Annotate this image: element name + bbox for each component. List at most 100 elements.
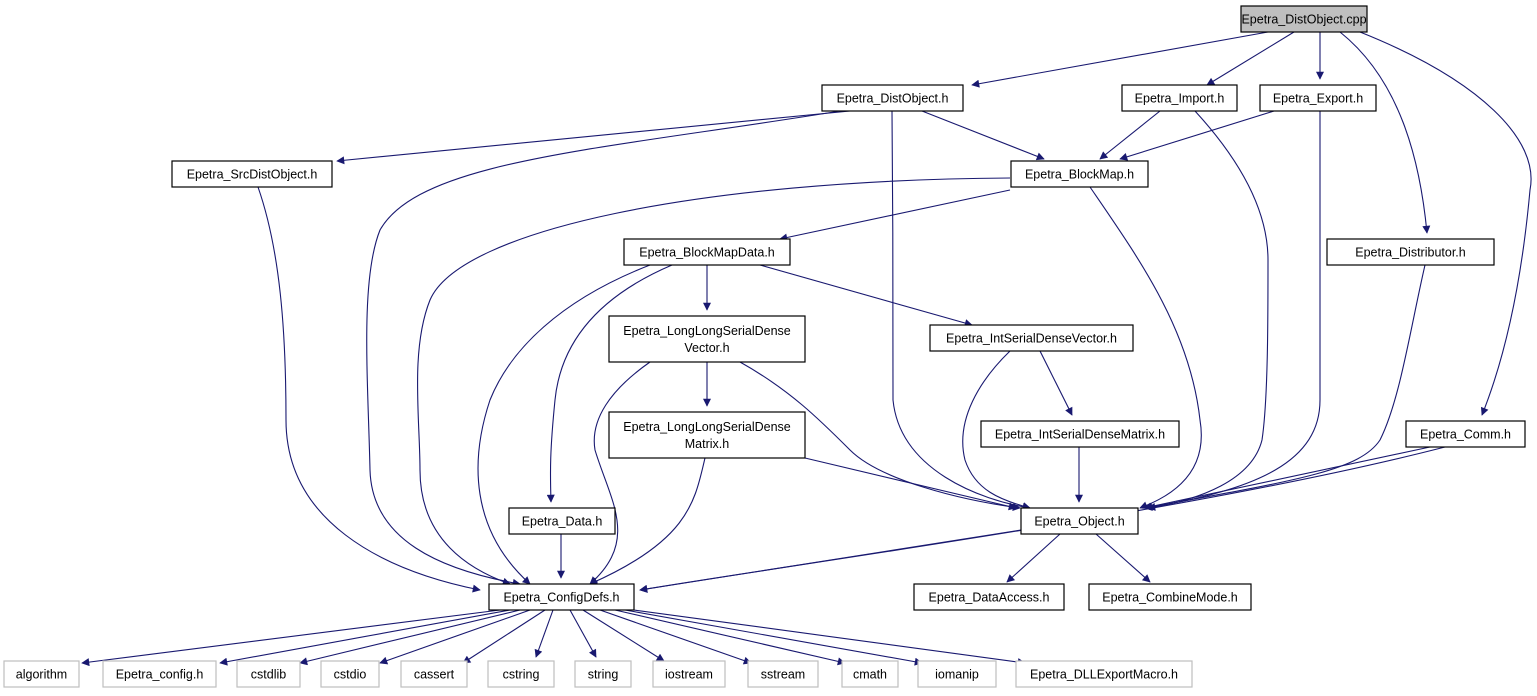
edge-intsdvector_h-to-intsdmatrix_h — [1039, 350, 1073, 416]
node-label: Vector.h — [684, 341, 729, 355]
node-label: cmath — [853, 668, 887, 682]
node-distobject_cpp[interactable]: Epetra_DistObject.cpp — [1240, 5, 1368, 33]
edge-srcdistobject_h-to-configdefs_h — [257, 186, 481, 593]
node-label: Epetra_CombineMode.h — [1102, 591, 1238, 605]
node-label: iostream — [665, 668, 713, 682]
edge-llsdmatrix_h-to-object_h — [804, 457, 1017, 511]
node-box — [400, 660, 468, 688]
node-intsdmatrix_h[interactable]: Epetra_IntSerialDenseMatrix.h — [980, 420, 1180, 448]
node-label: iomanip — [935, 668, 979, 682]
node-label: Epetra_Object.h — [1034, 515, 1124, 529]
node-combinemode_h[interactable]: Epetra_CombineMode.h — [1088, 583, 1252, 611]
node-box — [821, 84, 964, 112]
node-box — [608, 315, 806, 363]
node-label: Epetra_DataAccess.h — [929, 591, 1050, 605]
node-epetra_config_h: Epetra_config.h — [102, 660, 217, 688]
node-label: Epetra_IntSerialDenseMatrix.h — [995, 428, 1165, 442]
node-cstring: cstring — [487, 660, 555, 688]
node-box — [1259, 84, 1377, 112]
node-srcdistobject_h[interactable]: Epetra_SrcDistObject.h — [171, 160, 333, 188]
node-label: Epetra_IntSerialDenseVector.h — [946, 332, 1117, 346]
node-distributor_h[interactable]: Epetra_Distributor.h — [1326, 238, 1495, 266]
edge-export_h-to-blockmap_h — [1119, 110, 1275, 161]
edge-configdefs_h-to-epetra_config_h — [219, 609, 511, 666]
node-box — [1010, 160, 1149, 188]
node-box — [102, 660, 217, 688]
edge-distobject_cpp-to-comm_h — [1359, 31, 1532, 416]
edge-distobject_h-to-object_h — [891, 110, 1031, 511]
edge-comm_h-to-object_h — [1143, 446, 1431, 511]
edge-configdefs_h-to-iomanip — [624, 609, 923, 666]
node-box — [747, 660, 819, 688]
edge-configdefs_h-to-cstring — [534, 609, 554, 658]
edge-configdefs_h-to-iostream — [582, 609, 665, 662]
node-cstdio: cstdio — [320, 660, 380, 688]
node-label: Epetra_BlockMap.h — [1025, 168, 1134, 182]
node-dataaccess_h[interactable]: Epetra_DataAccess.h — [913, 583, 1065, 611]
node-import_h[interactable]: Epetra_Import.h — [1121, 84, 1238, 112]
node-intsdvector_h[interactable]: Epetra_IntSerialDenseVector.h — [929, 324, 1134, 352]
node-object_h[interactable]: Epetra_Object.h — [1020, 507, 1139, 535]
node-box — [1015, 660, 1193, 688]
node-distobject_h[interactable]: Epetra_DistObject.h — [821, 84, 964, 112]
node-configdefs_h[interactable]: Epetra_ConfigDefs.h — [488, 583, 635, 611]
node-label: Epetra_LongLongSerialDense — [623, 324, 791, 338]
edge-blockmapdata_h-to-configdefs_h — [477, 264, 651, 585]
edge-blockmapdata_h-to-data_h — [546, 264, 673, 503]
node-box — [488, 583, 635, 611]
node-label: cassert — [414, 668, 455, 682]
node-box — [1088, 583, 1252, 611]
node-blockmapdata_h[interactable]: Epetra_BlockMapData.h — [623, 238, 791, 266]
node-box — [841, 660, 899, 688]
node-label: Epetra_DistObject.h — [837, 92, 949, 106]
node-label: algorithm — [16, 668, 67, 682]
node-box — [1020, 507, 1139, 535]
edge-intsdvector_h-to-object_h — [962, 350, 1031, 511]
node-box — [171, 160, 333, 188]
node-dllexportmacro_h: Epetra_DLLExportMacro.h — [1015, 660, 1193, 688]
node-label: Epetra_DistObject.cpp — [1241, 13, 1366, 27]
node-export_h[interactable]: Epetra_Export.h — [1259, 84, 1377, 112]
node-box — [236, 660, 301, 688]
node-label: Epetra_Import.h — [1135, 92, 1225, 106]
node-comm_h[interactable]: Epetra_Comm.h — [1405, 420, 1526, 448]
node-box — [487, 660, 555, 688]
node-box — [1121, 84, 1238, 112]
node-label: Epetra_Distributor.h — [1355, 246, 1466, 260]
node-box — [1240, 5, 1368, 33]
node-iomanip: iomanip — [917, 660, 997, 688]
edge-configdefs_h-to-dllexportmacro_h — [633, 609, 1026, 666]
edge-object_h-to-configdefs_h — [639, 529, 1022, 593]
node-box — [1405, 420, 1526, 448]
node-data_h[interactable]: Epetra_Data.h — [508, 507, 616, 535]
edge-configdefs_h-to-cassert — [462, 609, 546, 664]
edge-configdefs_h-to-string — [569, 609, 597, 658]
node-label: Epetra_DLLExportMacro.h — [1030, 668, 1178, 682]
node-box — [623, 238, 791, 266]
node-label: string — [588, 668, 619, 682]
node-blockmap_h[interactable]: Epetra_BlockMap.h — [1010, 160, 1149, 188]
node-box — [652, 660, 726, 688]
node-algorithm: algorithm — [3, 660, 80, 688]
node-box — [608, 411, 806, 459]
node-label: Epetra_BlockMapData.h — [639, 246, 775, 260]
edge-configdefs_h-to-sstream — [599, 609, 752, 665]
edge-object_h-to-combinemode_h — [1095, 533, 1151, 583]
edge-configdefs_h-to-algorithm — [81, 609, 501, 667]
edge-distobject_cpp-to-import_h — [1206, 31, 1295, 86]
edge-distobject_cpp-to-distributor_h — [1339, 31, 1431, 234]
node-sstream: sstream — [747, 660, 819, 688]
node-label: Epetra_SrcDistObject.h — [187, 168, 318, 182]
node-label: cstdlib — [251, 668, 286, 682]
node-cassert: cassert — [400, 660, 468, 688]
edge-configdefs_h-to-cstdlib — [299, 609, 521, 666]
node-iostream: iostream — [652, 660, 726, 688]
node-box — [980, 420, 1180, 448]
node-label: cstring — [503, 668, 540, 682]
node-label: Epetra_Comm.h — [1420, 428, 1511, 442]
node-cstdlib: cstdlib — [236, 660, 301, 688]
node-box — [917, 660, 997, 688]
